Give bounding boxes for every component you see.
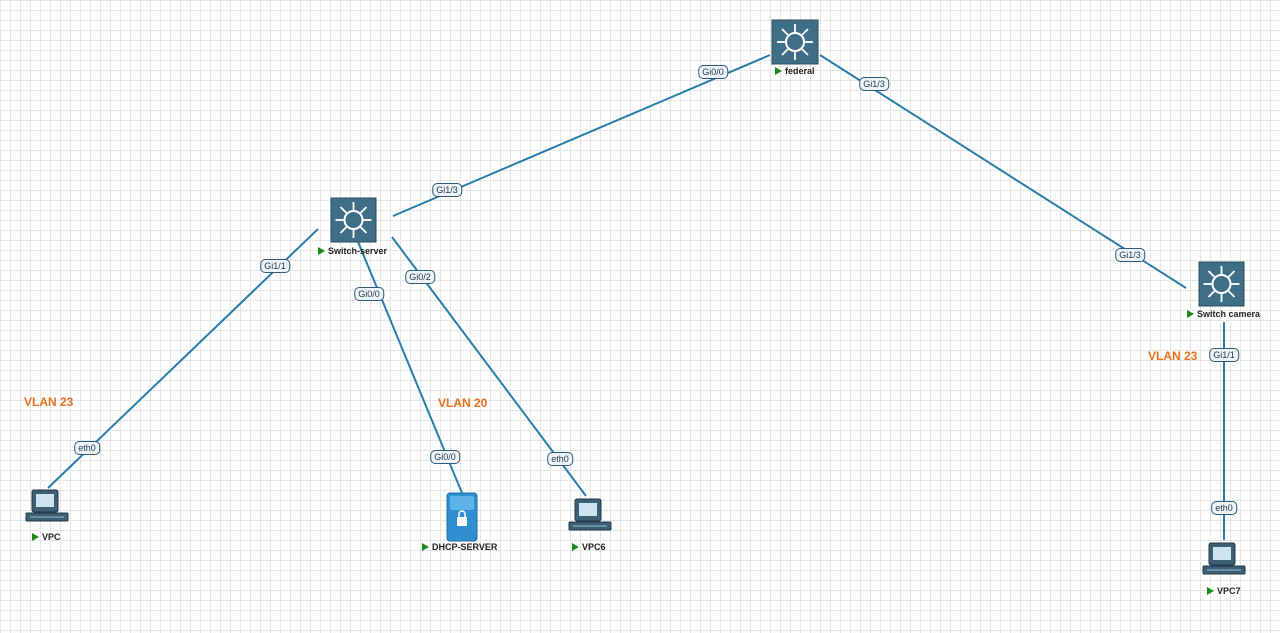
dhcp-label: DHCP-SERVER	[432, 542, 498, 552]
vpc6-label: VPC6	[582, 542, 606, 552]
running-icon	[32, 533, 39, 541]
vpc-label: VPC	[42, 532, 61, 542]
vpc7-label: VPC7	[1217, 586, 1241, 596]
node-label-vpc7[interactable]: VPC7	[1207, 586, 1241, 596]
running-icon	[1207, 587, 1214, 595]
port-label[interactable]: Gi0/0	[430, 450, 460, 464]
port-label[interactable]: Gi0/0	[698, 65, 728, 79]
port-label[interactable]: Gi1/3	[1115, 248, 1145, 262]
node-label-federal[interactable]: federal	[775, 66, 815, 76]
computer-icon[interactable]	[568, 498, 612, 531]
node-label-switch-camera[interactable]: Switch camera	[1187, 309, 1260, 319]
running-icon	[572, 543, 579, 551]
port-label[interactable]: Gi1/1	[1209, 348, 1239, 362]
port-label[interactable]: Gi0/2	[405, 270, 435, 284]
port-label[interactable]: Gi1/3	[432, 183, 462, 197]
switch-server-label: Switch-server	[328, 246, 388, 256]
vlan-annotation-left: VLAN 23	[24, 395, 74, 409]
running-icon	[775, 67, 782, 75]
node-label-vpc6[interactable]: VPC6	[572, 542, 606, 552]
computer-icon[interactable]	[1202, 542, 1246, 575]
port-label[interactable]: eth0	[1211, 501, 1237, 515]
node-label-switch-server[interactable]: Switch-server	[318, 246, 387, 256]
port-label[interactable]: Gi0/0	[354, 287, 384, 301]
switch-icon[interactable]	[1198, 261, 1245, 307]
port-label[interactable]: eth0	[547, 452, 573, 466]
switch-icon[interactable]	[771, 19, 819, 65]
running-icon	[1187, 310, 1194, 318]
federal-label: federal	[785, 66, 815, 76]
port-label[interactable]: Gi1/1	[260, 259, 290, 273]
vlan-annotation-middle: VLAN 20	[438, 396, 488, 410]
vlan-annotation-right: VLAN 23	[1148, 349, 1198, 363]
running-icon	[318, 247, 325, 255]
port-label[interactable]: eth0	[74, 441, 100, 455]
server-icon[interactable]	[446, 492, 478, 542]
port-label[interactable]: Gi1/3	[859, 77, 889, 91]
running-icon	[422, 543, 429, 551]
computer-icon[interactable]	[25, 489, 69, 522]
switch-camera-label: Switch camera	[1197, 309, 1261, 319]
node-label-dhcp[interactable]: DHCP-SERVER	[422, 542, 497, 552]
node-label-vpc[interactable]: VPC	[32, 532, 61, 542]
switch-icon[interactable]	[330, 197, 377, 243]
